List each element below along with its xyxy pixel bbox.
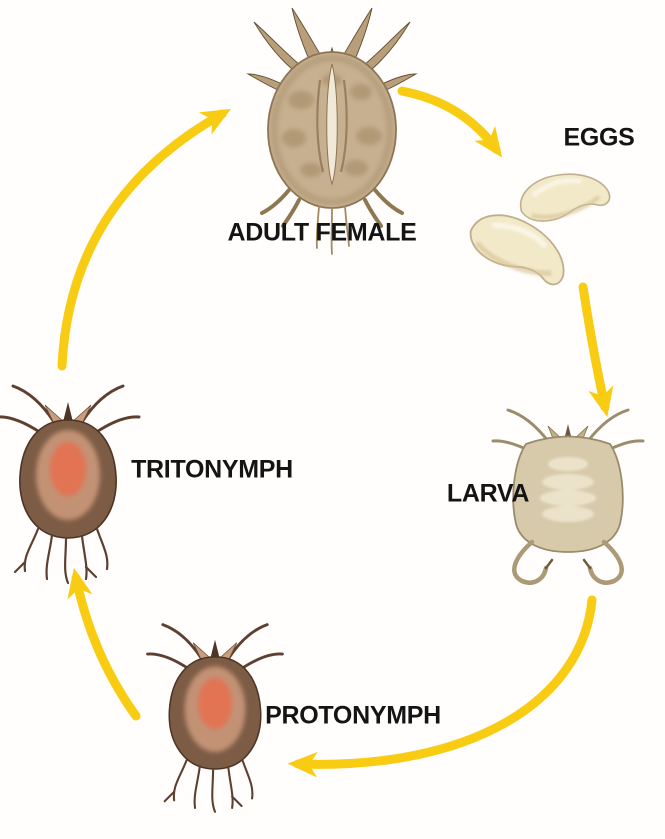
cycle-arrows [57,86,614,778]
arrow-protonymph-to-tritonymph [67,567,141,721]
stage-label-tritonymph: TRITONYMPH [131,455,293,484]
larva-illustration [491,408,645,585]
stage-label-larva: LARVA [446,479,530,508]
eggs-illustration [463,164,612,290]
stage-label-protonymph: PROTONYMPH [265,701,441,730]
arrow-tritonymph-to-adult-female [57,108,232,371]
adult-female-illustration [246,7,418,255]
stage-label-adult-female: ADULT FEMALE [227,218,417,247]
tritonymph-illustration [0,386,139,583]
protonymph-illustration [148,625,283,812]
stage-label-eggs: EGGS [563,123,635,152]
arrow-larva-to-protonymph [287,595,597,778]
arrow-eggs-to-larva [578,282,614,418]
arrow-adult-female-to-eggs [397,86,503,158]
